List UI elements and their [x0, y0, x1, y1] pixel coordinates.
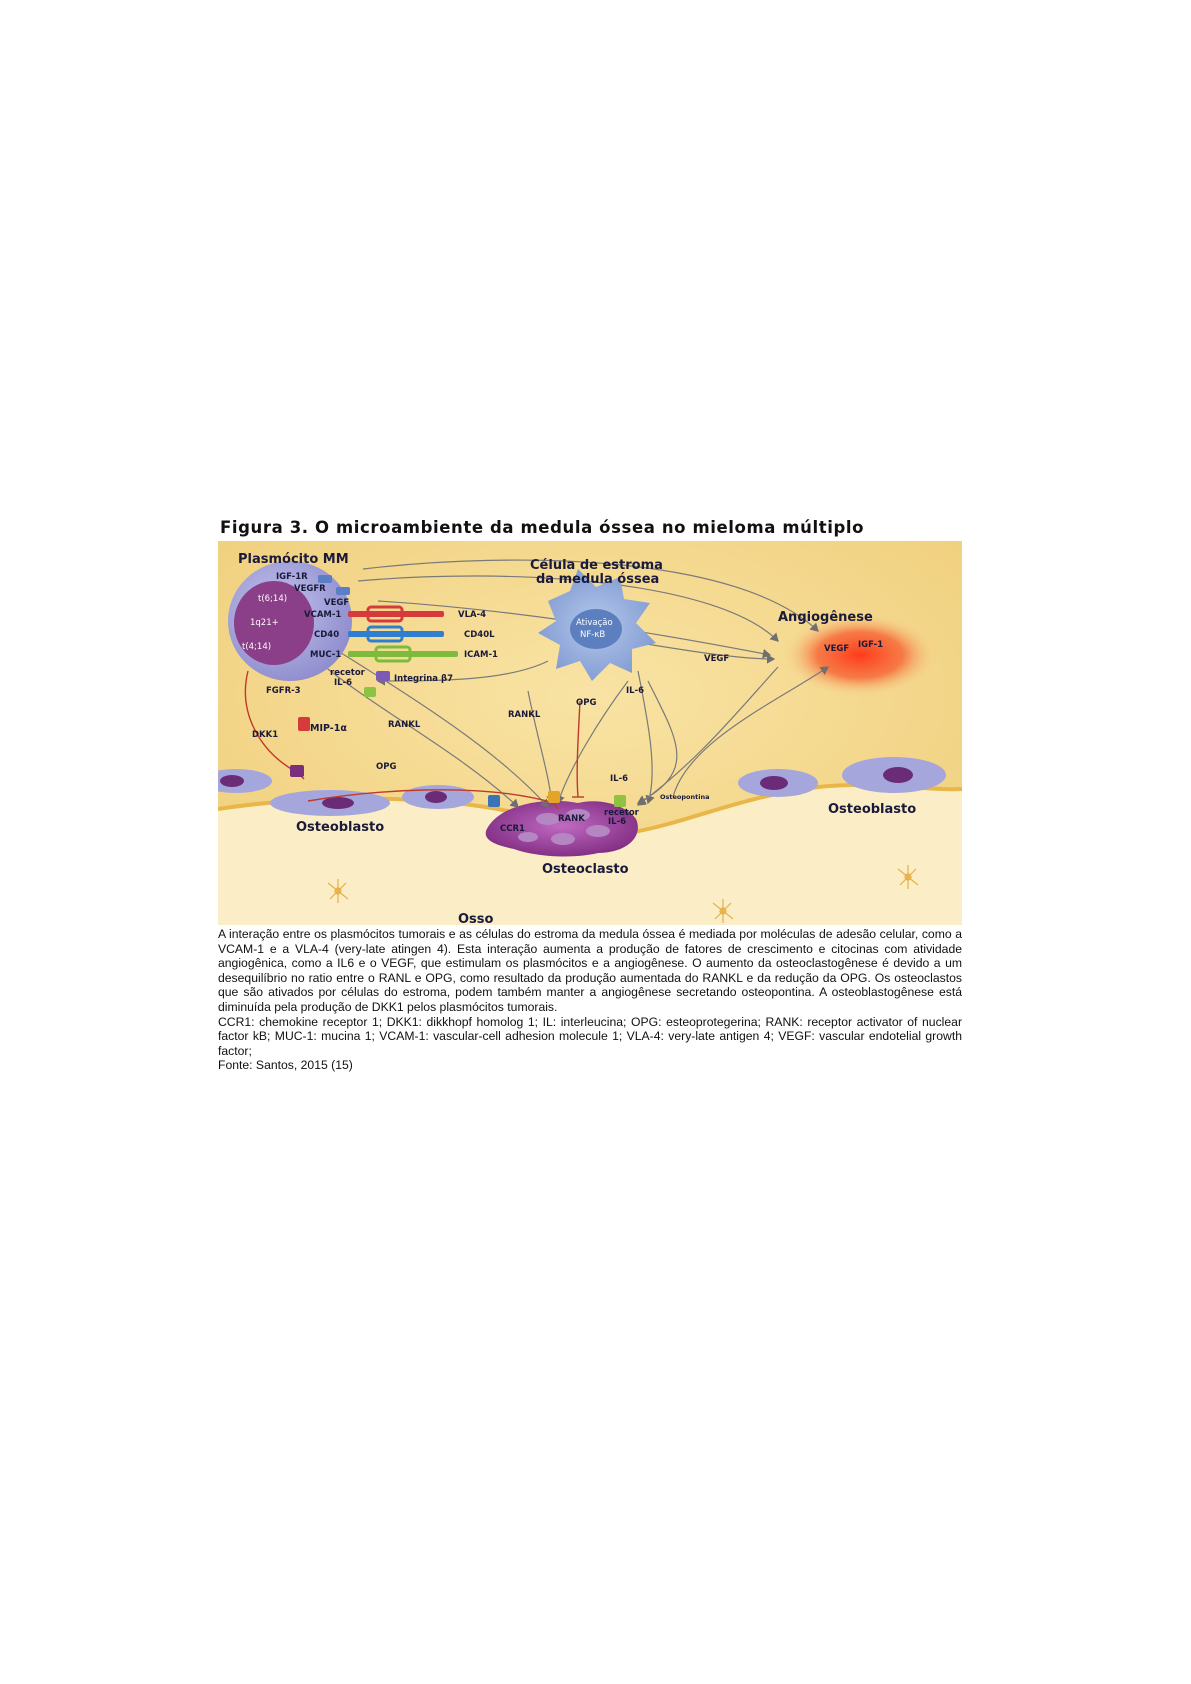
angiogenese-label: Angiogênese	[778, 610, 873, 625]
rankl-right-label: RANKL	[508, 710, 541, 720]
integrina-icon	[376, 671, 390, 681]
plasmocito-label: Plasmócito MM	[238, 552, 349, 567]
osteoblasto-left-label: Osteoblasto	[296, 820, 384, 835]
estroma-label-2: da medula óssea	[536, 572, 659, 587]
angiogenesis-glow	[782, 613, 938, 697]
muc1-label: MUC-1	[310, 650, 341, 660]
opg-stroma-label: OPG	[576, 698, 596, 708]
rank-label: RANK	[558, 814, 585, 824]
caption-source: Fonte: Santos, 2015 (15)	[218, 1058, 353, 1073]
dkk1-label: DKK1	[252, 730, 278, 740]
vcam1-label: VCAM-1	[304, 610, 341, 620]
rankl-left-label: RANKL	[388, 720, 421, 730]
estroma-label-1: Célula de estroma	[530, 558, 663, 573]
figure-title: Figura 3. O microambiente da medula ósse…	[220, 518, 865, 537]
adhesion-bars	[348, 605, 458, 663]
caption-abbreviations: CCR1: chemokine receptor 1; DKK1: dikkho…	[218, 1014, 962, 1058]
vegf-cell-label: VEGF	[324, 598, 349, 608]
nucleus-t414: t(4;14)	[242, 642, 271, 652]
osteoblasto-right-label: Osteoblasto	[828, 802, 916, 817]
mip1a-icon	[298, 717, 310, 731]
igf1r-receptor-icon	[318, 575, 332, 583]
recetor-osteo-label-1: recetor	[604, 808, 640, 818]
figure-container: Figura 3. O microambiente da medula ósse…	[218, 518, 962, 1073]
vegf-arrow-label: VEGF	[704, 654, 729, 664]
igf1-angio-label: IGF-1	[858, 640, 883, 650]
recetor-il6-label-2: IL-6	[334, 678, 352, 688]
ccr1-receptor-icon	[488, 795, 500, 807]
cd40-label: CD40	[314, 630, 339, 640]
osteoclast-nuclei	[518, 809, 610, 845]
stroma-nucleus	[570, 609, 622, 649]
icam1-label: ICAM-1	[464, 650, 498, 660]
caption-paragraph: A interação entre os plasmócitos tumorai…	[218, 927, 962, 1014]
recetor-il6-icon	[364, 687, 376, 697]
igf1r-label: IGF-1R	[276, 572, 308, 582]
bone-marrow-diagram: Plasmócito MM Célula de estroma da medul…	[218, 541, 962, 925]
osteoclast-cell	[485, 800, 638, 857]
nucleus-q21: 1q21+	[250, 618, 279, 628]
osteocytes-decor	[327, 865, 919, 923]
recetor-osteo-label-2: IL-6	[608, 817, 626, 827]
osteoblast-row-right	[738, 757, 946, 797]
fgfr3-label: FGFR-3	[266, 686, 301, 696]
osteoblast-receptor-icon	[290, 765, 304, 777]
rank-receptor-icon	[548, 791, 560, 803]
il6-stroma-label: IL-6	[626, 686, 644, 696]
bone-region	[218, 785, 962, 925]
il6-bone-label: IL-6	[610, 774, 628, 784]
cd40l-label: CD40L	[464, 630, 495, 640]
ativacao-label-1: Ativação	[576, 618, 613, 628]
recetor-il6-label-1: recetor	[330, 668, 366, 678]
osso-label: Osso	[458, 912, 494, 925]
osteoclasto-label: Osteoclasto	[542, 862, 629, 877]
osteopontina-label: Osteopontina	[660, 793, 709, 801]
signal-arrows	[317, 559, 829, 808]
figure-caption: A interação entre os plasmócitos tumorai…	[218, 927, 962, 1073]
osteoclast-il6-receptor-icon	[614, 795, 626, 807]
opg-left-label: OPG	[376, 762, 396, 772]
nucleus-t614: t(6;14)	[258, 594, 287, 604]
vla4-label: VLA-4	[458, 610, 486, 620]
vegf-angio-label: VEGF	[824, 644, 849, 654]
integrina-label: Integrina β7	[394, 674, 453, 684]
plasma-cell-nucleus	[234, 581, 314, 665]
ccr1-label: CCR1	[500, 824, 525, 834]
vegfr-receptor-icon	[336, 587, 350, 595]
receptor-glyphs	[290, 575, 626, 807]
osteoblast-row-left	[218, 769, 474, 816]
mip1a-label: MIP-1α	[310, 723, 347, 734]
ativacao-label-2: NF-κB	[580, 630, 605, 640]
vegfr-label: VEGFR	[294, 584, 326, 594]
